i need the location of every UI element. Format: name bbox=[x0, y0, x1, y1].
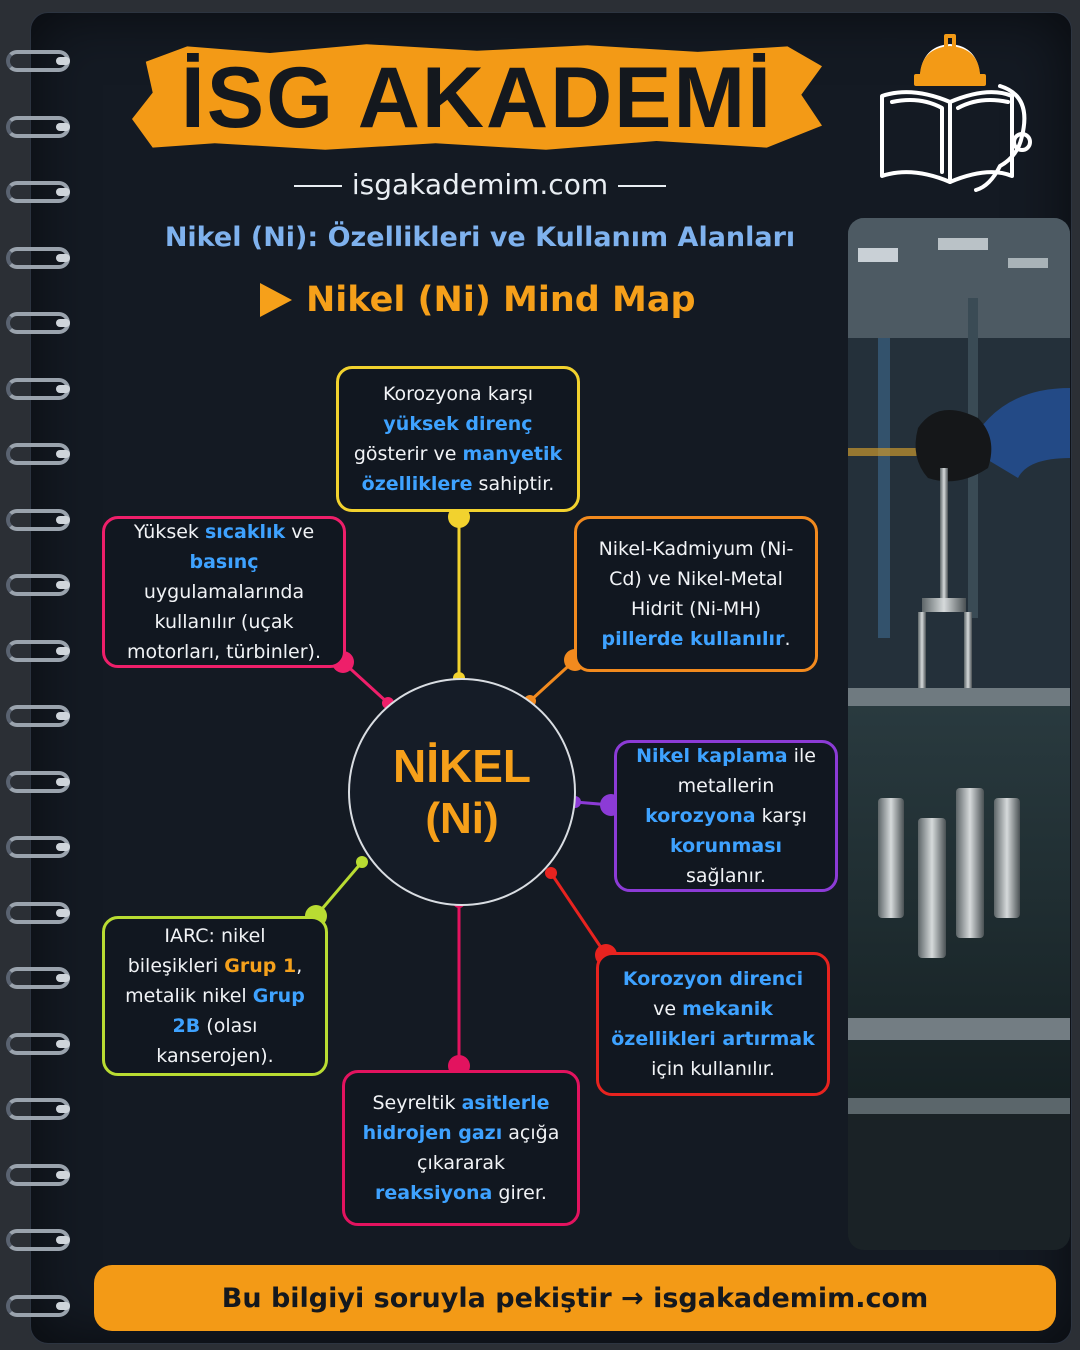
node-text-part: açığa çıkararak bbox=[417, 1122, 560, 1174]
node-text-part: ve bbox=[653, 998, 683, 1020]
node-text: IARC: nikel bileşikleri Grup 1, metalik … bbox=[117, 921, 313, 1071]
spiral-ring bbox=[6, 181, 70, 203]
node-alloy-strength: Korozyon direnci ve mekanik özellikleri … bbox=[596, 952, 830, 1096]
node-text-part: korozyona bbox=[645, 805, 756, 827]
spiral-ring bbox=[6, 1032, 70, 1055]
node-text-part: mekanik özellikleri artırmak bbox=[611, 998, 815, 1050]
node-text: Nikel-Kadmiyum (Ni-Cd) ve Nikel-Metal Hi… bbox=[589, 534, 803, 654]
node-high-temperature: Yüksek sıcaklık ve basınç uygulamalarınd… bbox=[102, 516, 346, 668]
spiral-ring bbox=[6, 1163, 70, 1186]
node-text-part: pillerde kullanılır bbox=[601, 628, 785, 650]
page-subtitle: Nikel (Ni): Özellikleri ve Kullanım Alan… bbox=[164, 222, 796, 253]
node-text-part: asitlerle bbox=[461, 1092, 550, 1114]
center-node-name: NİKEL bbox=[393, 740, 531, 792]
node-text-part: korunması bbox=[669, 835, 783, 857]
node-text-part: Korozyona karşı bbox=[382, 383, 534, 405]
mindmap-title: Nikel (Ni) Mind Map bbox=[260, 280, 720, 320]
node-text-part: . bbox=[784, 628, 791, 650]
node-text-part: gösterir ve bbox=[353, 443, 463, 465]
connector-line bbox=[314, 861, 364, 917]
spiral-ring bbox=[6, 443, 70, 465]
spiral-ring bbox=[6, 770, 70, 793]
node-text: Korozyona karşı yüksek direnç gösterir v… bbox=[351, 379, 565, 499]
mindmap-title-text: Nikel (Ni) Mind Map bbox=[306, 280, 696, 320]
node-text-part: ile metallerin bbox=[677, 745, 816, 797]
node-acid-reaction: Seyreltik asitlerle hidrojen gazı açığa … bbox=[342, 1070, 580, 1226]
connector-end-dot bbox=[356, 856, 368, 868]
plating-tank-illustration bbox=[848, 218, 1070, 1250]
node-text-part: Grup 2B bbox=[172, 985, 305, 1037]
node-text: Korozyon direnci ve mekanik özellikleri … bbox=[611, 964, 815, 1084]
node-text-part: sahiptir. bbox=[472, 473, 555, 495]
node-text-part: IARC: nikel bileşikleri bbox=[127, 925, 266, 977]
hardhat-book-stethoscope-icon bbox=[880, 34, 1032, 192]
node-text-part: yüksek direnç bbox=[383, 413, 533, 435]
left-dash bbox=[293, 185, 342, 187]
play-triangle-icon bbox=[260, 283, 292, 317]
node-text: Yüksek sıcaklık ve basınç uygulamalarınd… bbox=[117, 517, 331, 667]
center-node-nikel: NİKEL (Ni) bbox=[348, 678, 576, 906]
spiral-ring bbox=[6, 705, 70, 727]
footer-cta-banner[interactable]: Bu bilgiyi soruyla pekiştir → isgakademi… bbox=[94, 1265, 1056, 1331]
node-text-part: sağlanır. bbox=[686, 865, 766, 887]
spiral-ring bbox=[6, 901, 70, 924]
node-corrosion-magnetic: Korozyona karşı yüksek direnç gösterir v… bbox=[336, 366, 580, 512]
connector-end-dot bbox=[545, 867, 557, 879]
node-text-part: basınç bbox=[189, 551, 259, 573]
node-batteries: Nikel-Kadmiyum (Ni-Cd) ve Nikel-Metal Hi… bbox=[574, 516, 818, 672]
node-text-part: girer. bbox=[492, 1182, 547, 1204]
spiral-ring bbox=[6, 246, 70, 269]
spiral-ring bbox=[6, 1098, 70, 1120]
spiral-ring bbox=[6, 836, 70, 858]
node-text-part: manyetik özelliklere bbox=[361, 443, 563, 495]
spiral-ring bbox=[6, 312, 70, 334]
node-text-part: Grup 1 bbox=[224, 955, 297, 977]
node-text-part: Seyreltik bbox=[372, 1092, 462, 1114]
node-text-part: uygulamalarında kullanılır (uçak motorla… bbox=[126, 581, 322, 663]
node-text-part: sıcaklık bbox=[204, 521, 286, 543]
node-text-part: için kullanılır. bbox=[651, 1058, 775, 1080]
spiral-ring bbox=[6, 508, 70, 531]
node-text-part: reaksiyona bbox=[375, 1182, 493, 1204]
node-text-part: hidrojen gazı bbox=[362, 1122, 503, 1144]
node-text-part: karşı bbox=[755, 805, 807, 827]
spiral-ring bbox=[6, 574, 70, 596]
site-url-line: isgakademim.com bbox=[230, 168, 730, 201]
spiral-ring bbox=[6, 967, 70, 989]
node-text: Nikel kaplama ile metallerin korozyona k… bbox=[629, 741, 823, 891]
spiral-ring bbox=[6, 115, 70, 138]
node-text-part: , metalik nikel bbox=[125, 955, 303, 1007]
center-node-symbol: (Ni) bbox=[425, 794, 499, 843]
spiral-ring bbox=[6, 1294, 70, 1317]
node-text: Seyreltik asitlerle hidrojen gazı açığa … bbox=[357, 1088, 565, 1208]
node-text-part: (olası kanserojen). bbox=[156, 1015, 274, 1067]
node-text-part: ve bbox=[285, 521, 315, 543]
node-text-part: Korozyon direnci bbox=[622, 968, 804, 990]
site-url: isgakademim.com bbox=[351, 168, 609, 201]
brand-title: İSG AKADEMİ bbox=[180, 49, 774, 146]
node-iarc-classification: IARC: nikel bileşikleri Grup 1, metalik … bbox=[102, 916, 328, 1076]
spiral-ring bbox=[6, 50, 70, 72]
connector-line bbox=[549, 872, 608, 956]
node-text-part: Nikel-Kadmiyum (Ni-Cd) ve Nikel-Metal Hi… bbox=[598, 538, 794, 620]
spiral-ring bbox=[6, 1229, 70, 1251]
node-text-part: Yüksek bbox=[133, 521, 205, 543]
nickel-plating-photo bbox=[848, 218, 1070, 1250]
brand-banner bbox=[132, 44, 822, 150]
spiral-ring bbox=[6, 639, 70, 662]
spiral-ring bbox=[6, 377, 70, 400]
right-dash bbox=[618, 185, 667, 187]
node-text-part: Nikel kaplama bbox=[636, 745, 788, 767]
node-nickel-plating: Nikel kaplama ile metallerin korozyona k… bbox=[614, 740, 838, 892]
